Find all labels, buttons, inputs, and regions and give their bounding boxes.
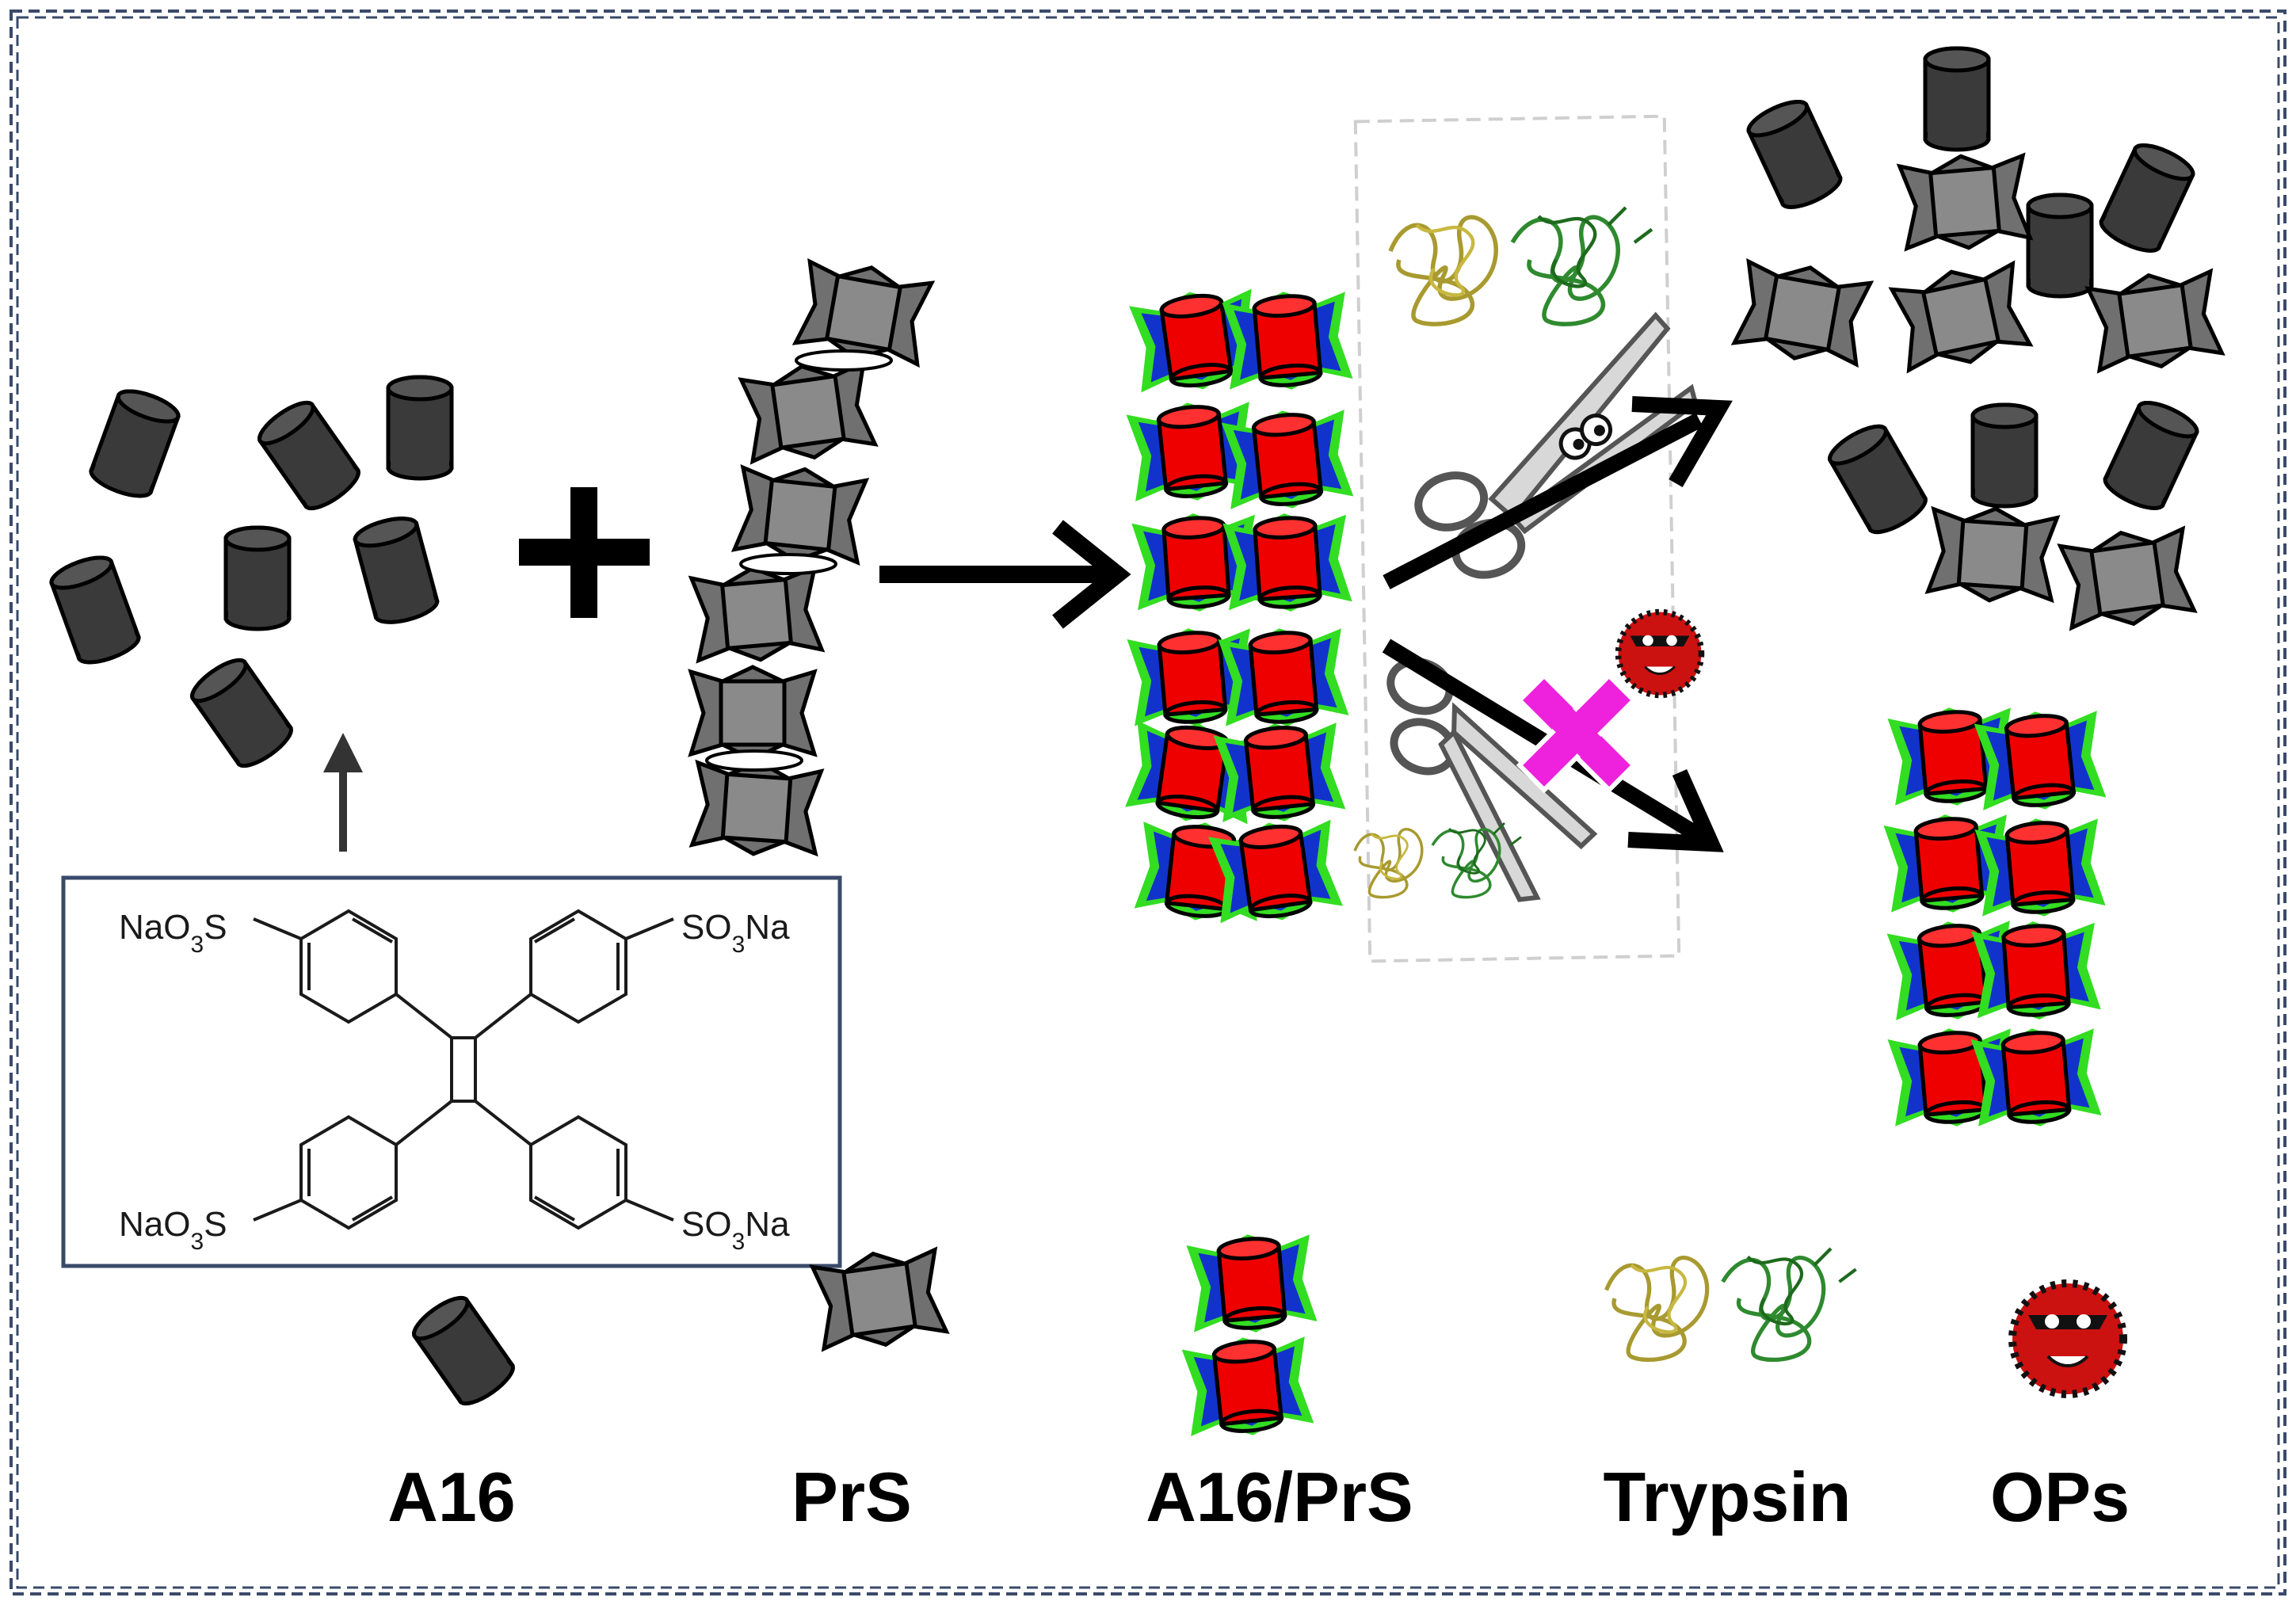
arrow-icon: [879, 520, 1131, 629]
molecule-structure-box: NaO3S SO3Na NaO3S SO3Na: [61, 875, 842, 1268]
cleavage-arrow-icon: [1383, 396, 1733, 589]
substituent-bottom-left: NaO3S: [119, 1205, 227, 1255]
legend-label-prs: PrS: [791, 1458, 912, 1536]
a16-prs-complex-large: [1124, 284, 1354, 929]
outer-frame: [10, 10, 2286, 1595]
legend-label-a16: A16: [387, 1458, 515, 1536]
substituent-top-left: NaO3S: [119, 908, 227, 958]
legend-label-complex: A16/PrS: [1146, 1458, 1413, 1536]
cross-icon: [1516, 672, 1638, 794]
substituent-bottom-right: SO3Na: [681, 1205, 790, 1255]
legend-trypsin-symbol: [1607, 1249, 1856, 1359]
free-a16-group: [48, 377, 452, 772]
legend-complex-symbol: [1181, 1229, 1318, 1441]
reaction-panel: [1353, 114, 1681, 963]
op-in-panel: [1619, 612, 1702, 696]
legend-label-trypsin: Trypsin: [1604, 1458, 1852, 1536]
scissors-icon: [1414, 311, 1699, 579]
legend: A16 PrS A16/PrS Trypsin OPs: [387, 1229, 2130, 1536]
substituent-top-right: SO3Na: [681, 908, 790, 958]
legend-label-ops: OPs: [1990, 1458, 2130, 1536]
inner-frame: [16, 16, 2280, 1589]
legend-ops-symbol: [2012, 1283, 2123, 1394]
disassembled-products: [1733, 48, 2222, 632]
a16-prs-complex-intact: [1883, 702, 2107, 1131]
prs-stack: [691, 257, 933, 858]
structure-arrow-icon: [323, 733, 363, 852]
legend-a16-symbol: [409, 1291, 519, 1411]
plus-icon: [519, 487, 650, 618]
trypsin-active: [1390, 208, 1652, 324]
scissors-icon-inhibited: [1386, 658, 1598, 902]
